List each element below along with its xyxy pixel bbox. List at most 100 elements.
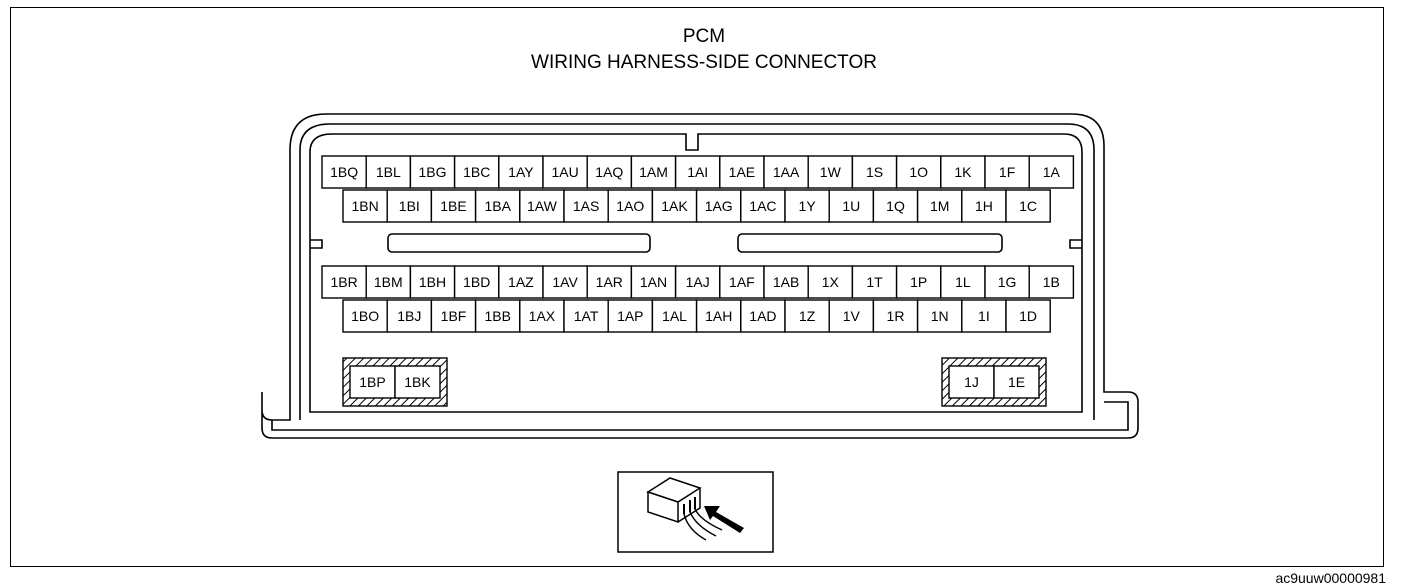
- pin-label-1AC: 1AC: [749, 198, 776, 214]
- pin-cell: [365, 265, 412, 299]
- pin-label-1BM: 1BM: [374, 274, 403, 290]
- pin-label-1E: 1E: [1008, 374, 1025, 390]
- pin-label-1AU: 1AU: [551, 164, 578, 180]
- pin-label-1BA: 1BA: [484, 198, 511, 214]
- pin-cell: [342, 299, 388, 333]
- pin-cell: [519, 189, 565, 223]
- pin-label-1AS: 1AS: [573, 198, 599, 214]
- pin-label-1S: 1S: [866, 164, 883, 180]
- pin-label-1BQ: 1BQ: [330, 164, 358, 180]
- pin-label-1Z: 1Z: [799, 308, 816, 324]
- pin-label-1BE: 1BE: [440, 198, 466, 214]
- pin-label-1H: 1H: [975, 198, 993, 214]
- pin-label-1AK: 1AK: [661, 198, 688, 214]
- pin-label-1AX: 1AX: [529, 308, 556, 324]
- pin-cell: [651, 189, 698, 223]
- pin-label-1N: 1N: [931, 308, 949, 324]
- pin-label-1AO: 1AO: [616, 198, 644, 214]
- pin-label-1B: 1B: [1043, 274, 1060, 290]
- pin-label-1BB: 1BB: [484, 308, 510, 324]
- pin-cell: [498, 155, 544, 189]
- pin-label-1BL: 1BL: [376, 164, 401, 180]
- pin-cell: [828, 299, 875, 333]
- pin-cell: [916, 189, 963, 223]
- pin-label-1AM: 1AM: [639, 164, 668, 180]
- pin-label-1AB: 1AB: [773, 274, 799, 290]
- pin-cell: [828, 189, 875, 223]
- pin-cell: [984, 155, 1030, 189]
- pin-cell: [607, 189, 654, 223]
- right-pin-block: 1J 1E: [941, 357, 1047, 407]
- pin-cell: [674, 155, 721, 189]
- pin-cell: [807, 265, 854, 299]
- pin-label-1AL: 1AL: [662, 308, 687, 324]
- pin-label-1BD: 1BD: [463, 274, 490, 290]
- pin-label-1AF: 1AF: [729, 274, 755, 290]
- pin-label-1AV: 1AV: [552, 274, 578, 290]
- pin-cell: [630, 155, 677, 189]
- figure-code: ac9uuw00000981: [1275, 570, 1386, 586]
- pin-label-1D: 1D: [1019, 308, 1037, 324]
- pin-cell: [651, 299, 698, 333]
- pin-label-1T: 1T: [866, 274, 883, 290]
- diagram-title: PCM: [682, 26, 726, 47]
- pin-label-1R: 1R: [887, 308, 905, 324]
- pin-label-1L: 1L: [955, 274, 971, 290]
- pin-cell: [872, 299, 919, 333]
- pin-label-1AI: 1AI: [687, 164, 708, 180]
- diagram-frame: [10, 7, 1384, 567]
- pin-cell: [895, 265, 942, 299]
- pin-cell: [851, 265, 898, 299]
- pin-label-1A: 1A: [1043, 164, 1061, 180]
- pin-label-1AQ: 1AQ: [595, 164, 623, 180]
- pin-label-1AR: 1AR: [596, 274, 623, 290]
- pin-label-1AH: 1AH: [705, 308, 732, 324]
- pin-cell: [807, 155, 854, 189]
- pin-label-1AW: 1AW: [527, 198, 558, 214]
- pin-cell: [940, 155, 986, 189]
- pin-cell: [394, 365, 441, 399]
- pin-label-1F: 1F: [999, 164, 1015, 180]
- pin-label-1G: 1G: [998, 274, 1017, 290]
- pin-label-1U: 1U: [842, 198, 860, 214]
- pin-cell: [321, 155, 367, 189]
- pin-cell: [1005, 189, 1051, 223]
- pin-cell: [474, 189, 521, 223]
- pin-label-1AA: 1AA: [773, 164, 800, 180]
- pin-cell: [674, 265, 721, 299]
- pin-cell: [719, 155, 765, 189]
- pin-label-1O: 1O: [909, 164, 928, 180]
- pin-label-1BG: 1BG: [418, 164, 446, 180]
- connector-housing: [261, 113, 1139, 439]
- pin-label-1AE: 1AE: [729, 164, 755, 180]
- pin-cell: [365, 155, 412, 189]
- left-pin-block: 1BP 1BK: [342, 357, 448, 407]
- pin-label-1K: 1K: [954, 164, 972, 180]
- pin-label-1AZ: 1AZ: [508, 274, 534, 290]
- pin-label-1AN: 1AN: [640, 274, 667, 290]
- pin-cell: [498, 265, 544, 299]
- connector-view-arrow-icon: [617, 471, 774, 553]
- pin-cell: [695, 189, 742, 223]
- pin-label-1Y: 1Y: [799, 198, 817, 214]
- pin-cell: [961, 189, 1007, 223]
- pin-label-1J: 1J: [964, 374, 979, 390]
- pin-cell: [607, 299, 654, 333]
- pin-label-1BO: 1BO: [351, 308, 379, 324]
- pin-label-1BH: 1BH: [419, 274, 446, 290]
- pin-label-1V: 1V: [843, 308, 861, 324]
- pin-label-1BK: 1BK: [404, 374, 431, 390]
- pin-cell: [1028, 265, 1075, 299]
- pin-cell: [563, 299, 609, 333]
- diagram-subtitle: WIRING HARNESS-SIDE CONNECTOR: [531, 52, 877, 73]
- pin-cell: [993, 365, 1040, 399]
- pin-cell: [349, 365, 396, 399]
- pin-label-1AG: 1AG: [705, 198, 733, 214]
- pin-cell: [763, 265, 809, 299]
- pin-cell: [984, 265, 1030, 299]
- pin-label-1BF: 1BF: [441, 308, 467, 324]
- pin-label-1AJ: 1AJ: [686, 274, 710, 290]
- pin-cell: [695, 299, 742, 333]
- pin-label-1BJ: 1BJ: [397, 308, 421, 324]
